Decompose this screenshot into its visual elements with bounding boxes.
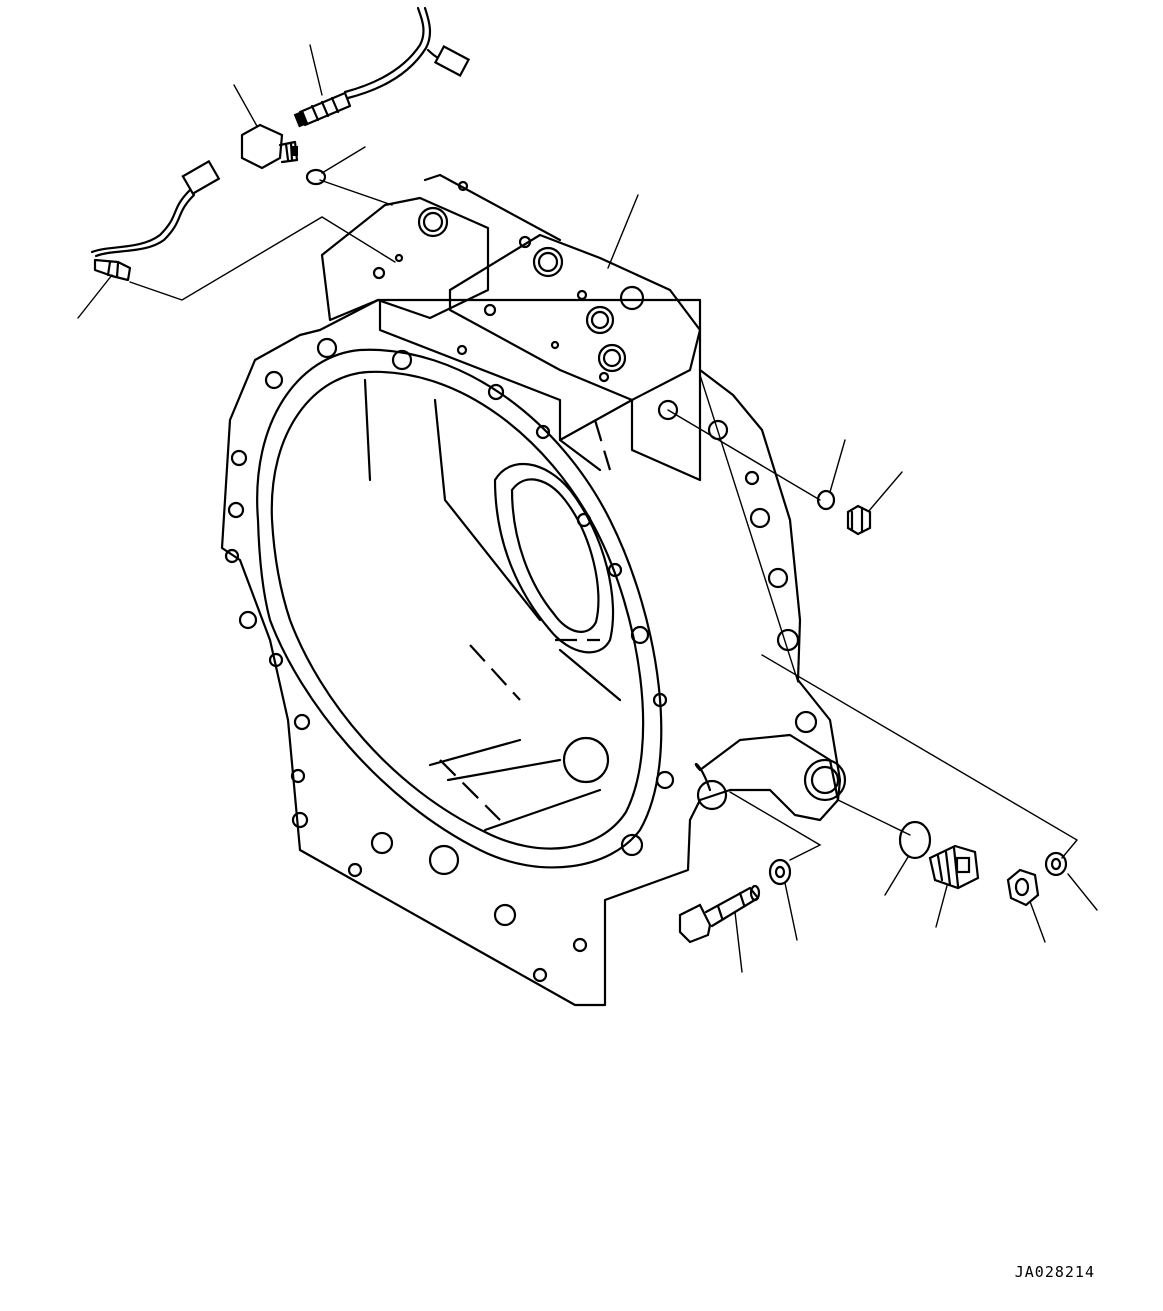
- housing-bearing-bore: [493, 462, 615, 654]
- sensor-harness-wire: [343, 6, 454, 100]
- leader-o-ring-side: [829, 439, 846, 493]
- temperature-sensor-part: [90, 159, 221, 282]
- leader-temp-to-housing: [129, 216, 396, 301]
- leader-bolt: [734, 911, 743, 973]
- transmission-housing: [220, 173, 847, 1007]
- sensor-connector: [433, 44, 471, 78]
- leader-o-ring-bottom: [884, 856, 909, 896]
- housing-side-wall: [558, 368, 702, 482]
- leader-washer-right: [1067, 873, 1098, 911]
- leader-o-ring-bottom-to-housing: [837, 799, 911, 836]
- temp-sensor-connector: [181, 159, 221, 196]
- drawing-code-label: JA028214: [1014, 1263, 1095, 1281]
- housing-hidden-lines: [439, 419, 612, 821]
- washer-part: [768, 858, 792, 886]
- plug-bottom-part: [928, 844, 980, 890]
- leader-plug-bottom: [935, 881, 949, 928]
- leader-temperature-sensor: [77, 274, 113, 319]
- leader-pressure-sensor: [309, 44, 323, 96]
- bolt-part: [678, 884, 761, 944]
- leader-pressure-switch: [233, 84, 259, 129]
- leader-diagonal-right: [699, 374, 799, 683]
- leader-o-ring-top: [321, 146, 366, 174]
- washer-right-part: [1044, 851, 1068, 877]
- plug-side-part: [846, 504, 872, 536]
- housing-bore-edge: [270, 370, 645, 850]
- sensor-body: [298, 91, 352, 127]
- switch-head: [240, 123, 284, 170]
- housing-bearing-bore-inner: [510, 478, 600, 633]
- housing-top-left-block: [320, 196, 490, 322]
- pressure-sensor-with-harness: [293, 6, 471, 128]
- o-ring-bottom-part: [898, 820, 932, 860]
- housing-top-right-block: [448, 233, 702, 402]
- leader-plug-side: [867, 471, 903, 513]
- housing-flange-outline: [220, 298, 842, 1007]
- o-ring-side-part: [816, 489, 836, 511]
- temp-sensor-wire: [90, 188, 196, 258]
- leader-washer: [784, 882, 798, 941]
- leader-housing: [607, 194, 639, 269]
- leader-nut: [1027, 895, 1046, 943]
- leader-side-to-housing: [667, 409, 821, 501]
- housing-top-rail: [378, 173, 634, 442]
- housing-rib-lines: [363, 378, 622, 832]
- temp-sensor-body: [93, 258, 132, 282]
- leader-lines: [77, 44, 1098, 973]
- leader-bolt-to-housing: [729, 791, 822, 861]
- nut-part: [1006, 868, 1040, 907]
- o-ring-top-part: [305, 168, 327, 186]
- flange-bolt-holes: [224, 337, 847, 983]
- housing-lower-boss: [694, 733, 840, 802]
- pressure-switch-part: [240, 123, 299, 170]
- leader-to-washer-right: [761, 654, 1079, 859]
- leader-o-ring-top-to-housing: [319, 179, 393, 206]
- top-block-ports: [372, 180, 645, 383]
